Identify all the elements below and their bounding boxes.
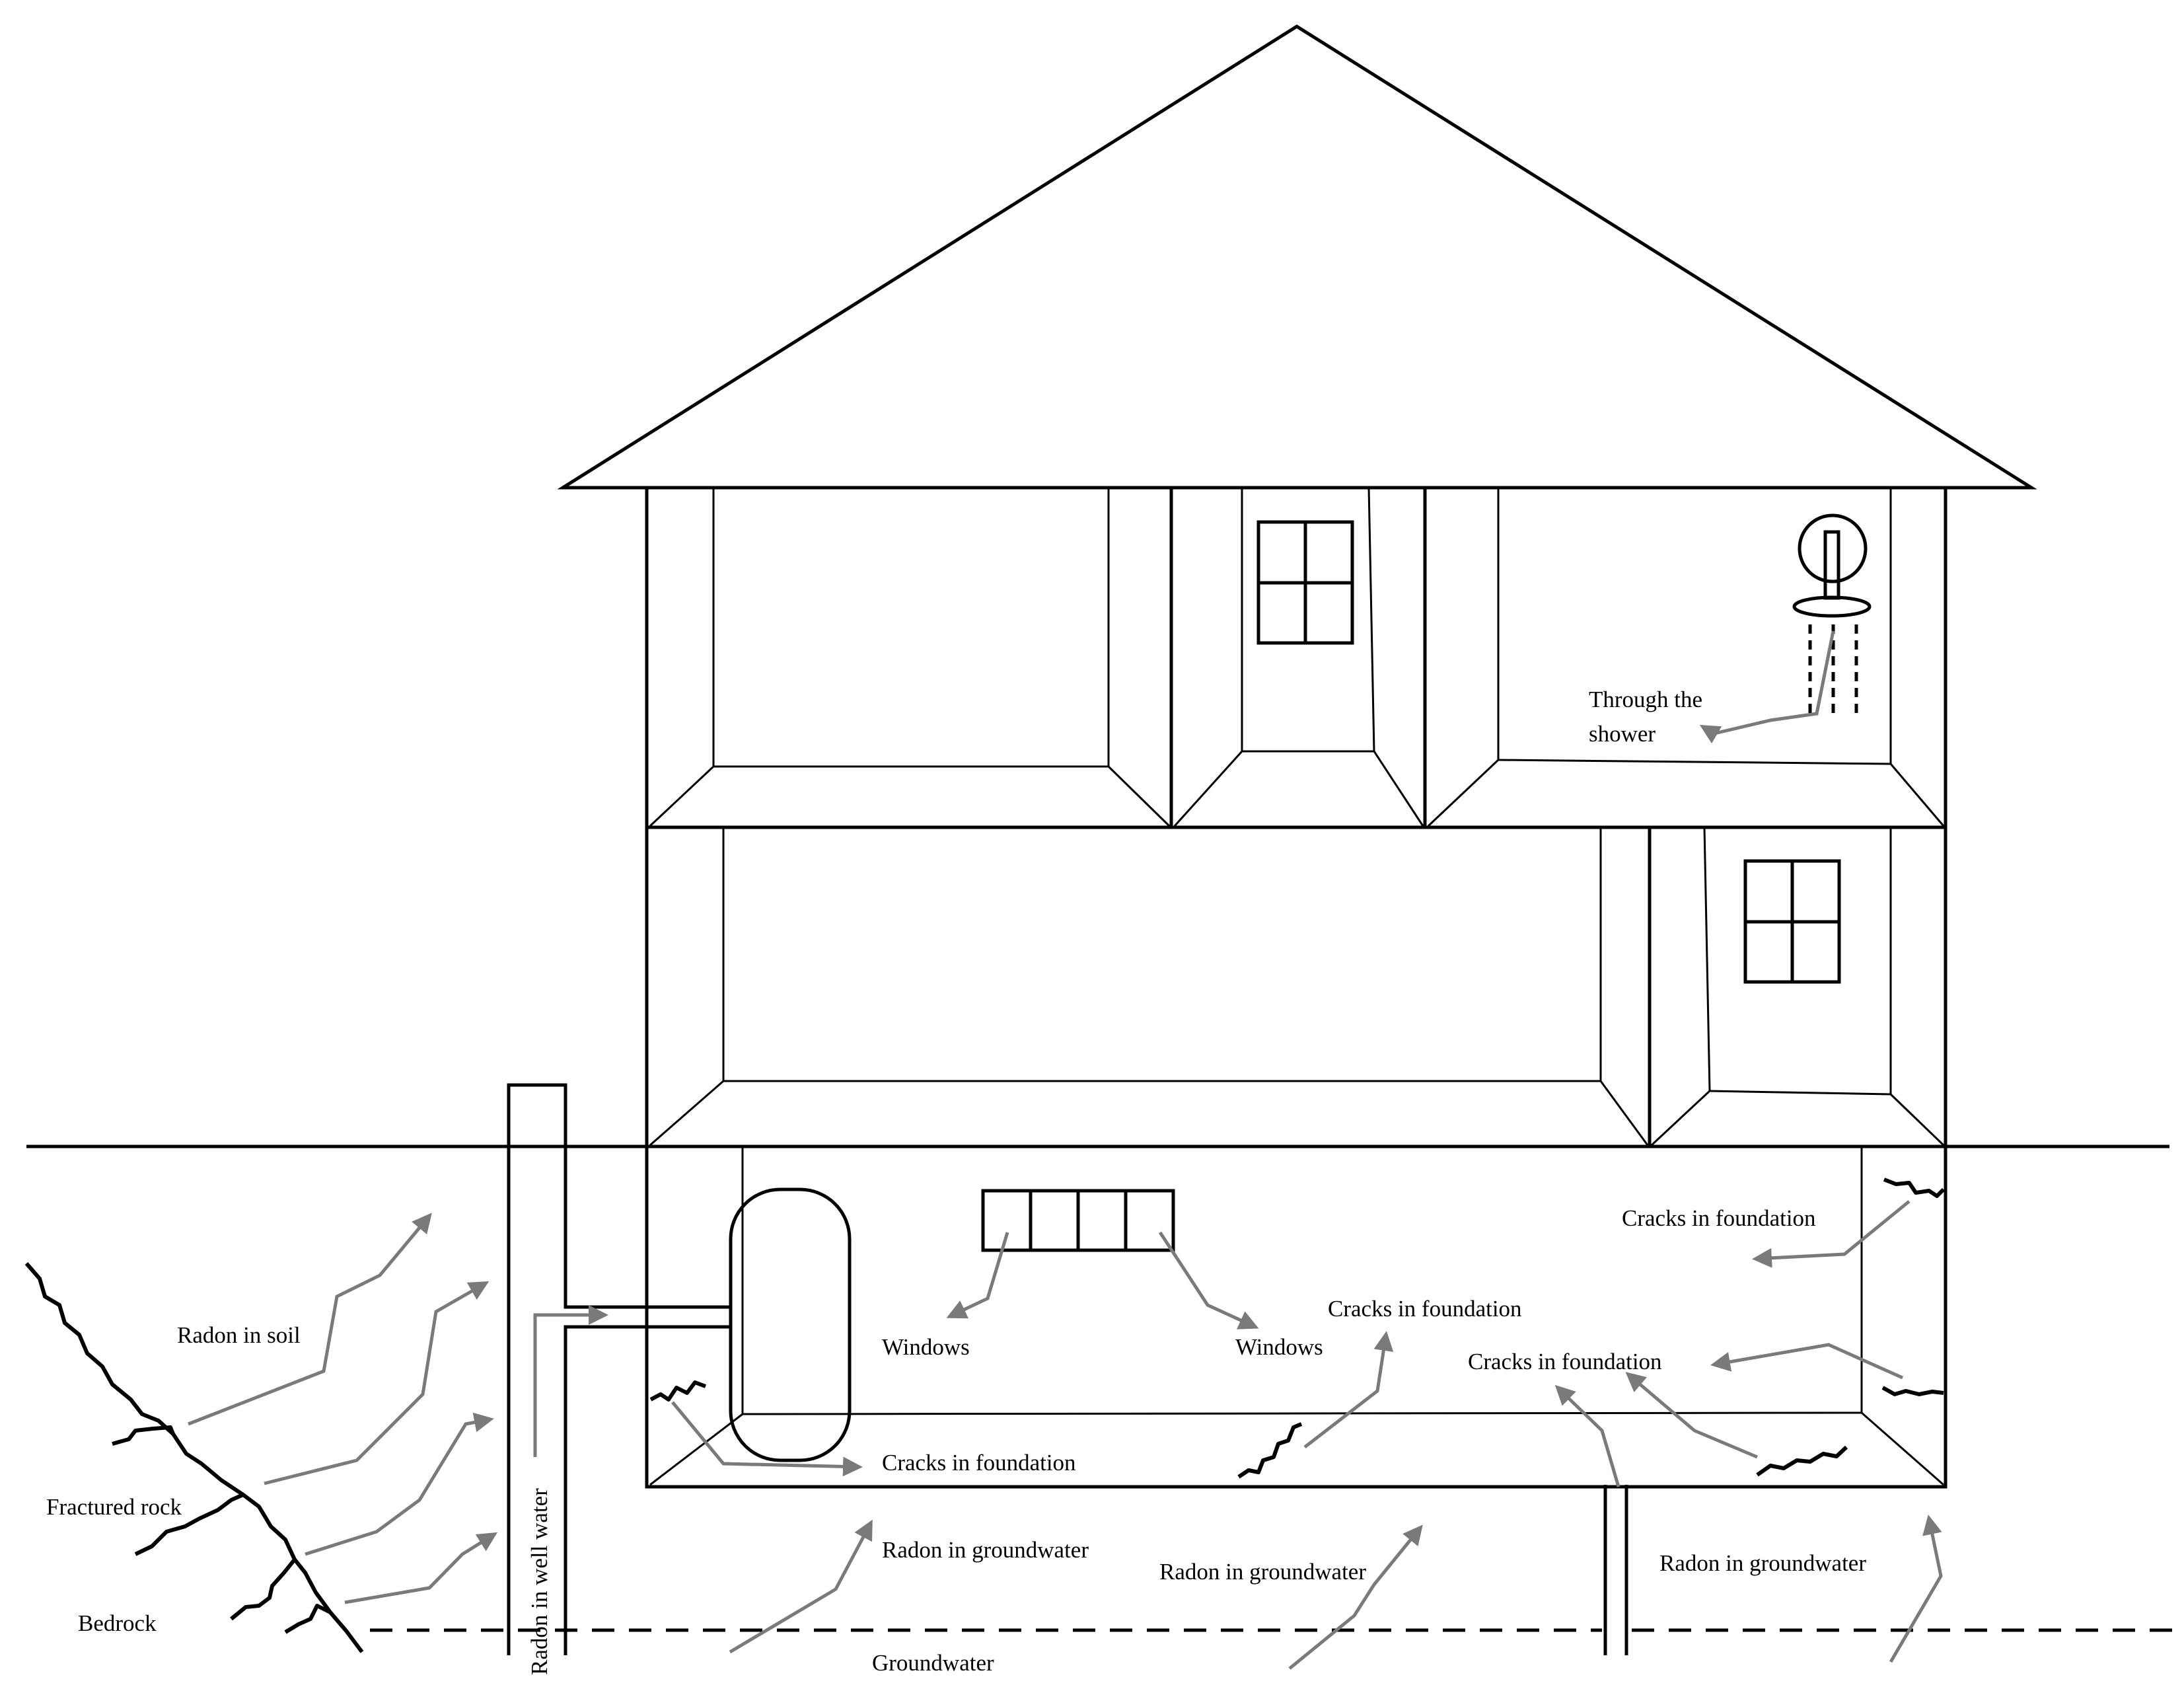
arrow-soil-4 (344, 1532, 498, 1604)
well-pipe (507, 1083, 731, 1655)
room-upper-left (649, 488, 1171, 827)
arrow-crack-bottom-right (1625, 1372, 1758, 1459)
label-groundwater: Groundwater (872, 1650, 994, 1676)
arrow-drain (1554, 1384, 1620, 1487)
arrow-window-right (1158, 1231, 1259, 1330)
label-through-shower-line1: Through the (1589, 687, 1702, 712)
room-upper-middle (1173, 487, 1424, 827)
label-bedrock: Bedrock (78, 1610, 157, 1636)
fractured-rock-lines (24, 1262, 364, 1653)
window-middle-right (1743, 859, 1841, 984)
label-cracks-foundation-right-top: Cracks in foundation (1622, 1205, 1816, 1231)
arrow-crack-right-mid (1710, 1343, 1904, 1380)
label-radon-groundwater-left: Radon in groundwater (882, 1537, 1089, 1563)
label-cracks-foundation-bottom: Cracks in foundation (882, 1450, 1076, 1476)
label-windows-left: Windows (882, 1334, 970, 1360)
arrow-shower (1699, 630, 1835, 744)
arrow-soil-2 (264, 1281, 490, 1485)
label-cracks-foundation-center: Cracks in foundation (1328, 1296, 1522, 1322)
arrow-groundwater-center (1288, 1524, 1423, 1670)
basement-windows (981, 1189, 1175, 1252)
label-radon-groundwater-right: Radon in groundwater (1659, 1550, 1866, 1576)
foundation-cracks (649, 1178, 1946, 1479)
arrow-crack-right-top (1752, 1200, 1911, 1268)
arrow-window-left (946, 1232, 1009, 1319)
label-fractured-rock: Fractured rock (46, 1494, 182, 1520)
roof (557, 24, 2037, 490)
label-windows-right: Windows (1235, 1334, 1323, 1360)
flow-arrows (188, 630, 1943, 1670)
labels: Through the shower Cracks in foundation … (46, 687, 1866, 1676)
room-upper-right (1427, 488, 1945, 827)
label-radon-in-well-water: Radon in well water (527, 1488, 552, 1675)
shower-icon (1792, 513, 1872, 717)
label-radon-in-soil: Radon in soil (177, 1322, 301, 1348)
arrow-crack-center (1303, 1331, 1394, 1448)
drain-pipe (1603, 1485, 1628, 1655)
arrow-groundwater-right (1889, 1515, 1943, 1663)
window-upper (1256, 520, 1354, 645)
water-tank (729, 1187, 852, 1462)
arrow-well-water (533, 1305, 608, 1457)
arrow-groundwater-left (729, 1519, 873, 1654)
room-middle-left (649, 827, 1649, 1146)
arrow-soil-1 (188, 1213, 432, 1426)
room-middle-right (1650, 827, 1945, 1146)
house-frame (645, 486, 1947, 1489)
label-cracks-foundation-right-mid: Cracks in foundation (1468, 1349, 1662, 1374)
arrow-crack-bottom (671, 1401, 863, 1477)
label-radon-groundwater-center: Radon in groundwater (1159, 1559, 1366, 1585)
arrow-soil-3 (305, 1412, 494, 1556)
label-through-shower-line2: shower (1589, 721, 1656, 747)
